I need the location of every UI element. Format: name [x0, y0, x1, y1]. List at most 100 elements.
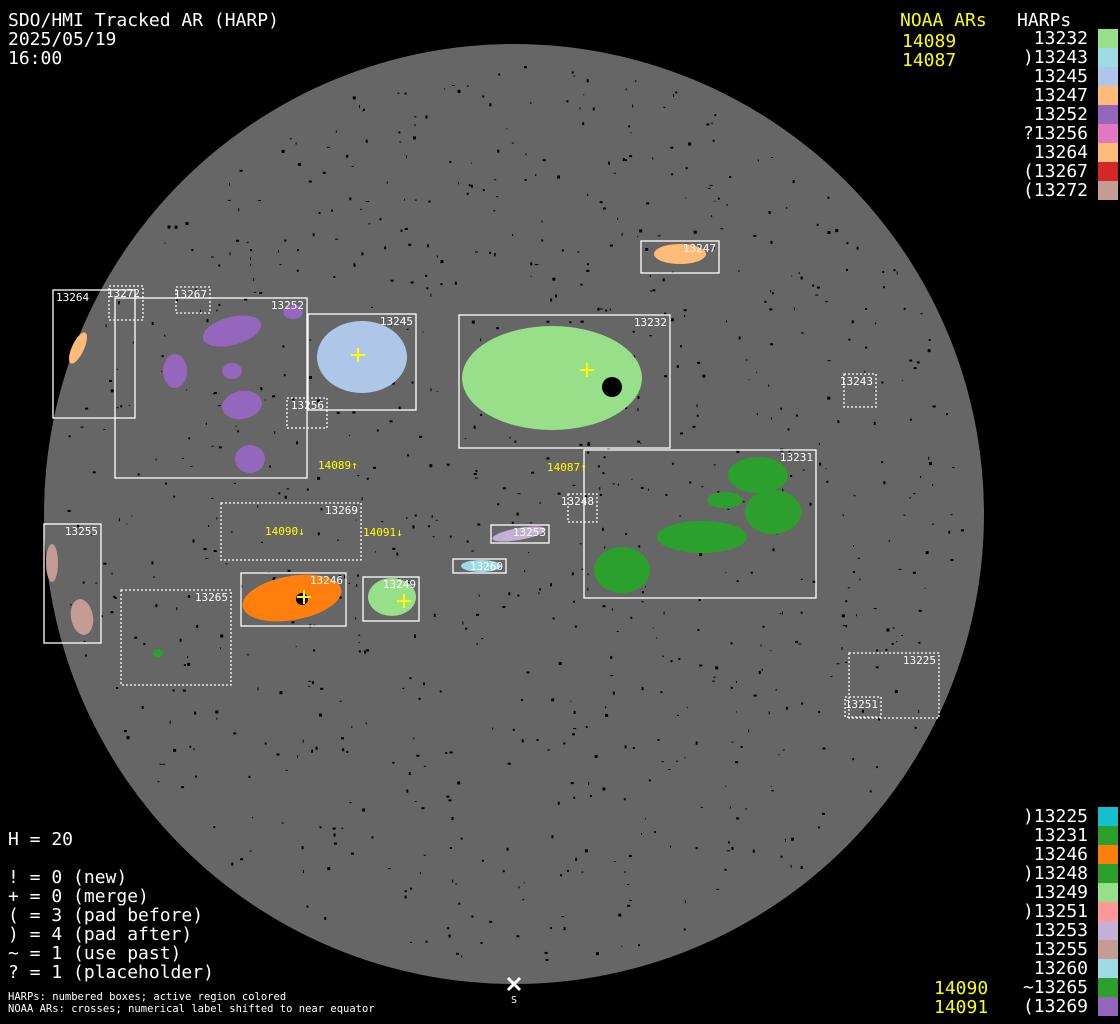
magnetic-speckle [663, 611, 665, 615]
color-swatch [1098, 978, 1118, 997]
magnetic-speckle [366, 477, 369, 480]
magnetic-speckle [663, 106, 666, 108]
magnetic-speckle [794, 640, 798, 643]
harp-id: 13247 [1022, 85, 1088, 106]
magnetic-speckle [92, 471, 96, 474]
magnetic-speckle [711, 215, 713, 218]
magnetic-speckle [827, 360, 831, 362]
magnetic-speckle [361, 497, 363, 501]
magnetic-speckle [414, 116, 417, 118]
magnetic-speckle [489, 920, 493, 923]
noaa-label: 14091↓ [363, 526, 403, 539]
stat-line: ? = 1 (placeholder) [8, 962, 214, 983]
magnetic-speckle [865, 346, 868, 349]
magnetic-speckle [587, 193, 589, 196]
magnetic-speckle [371, 836, 374, 839]
harp-box-label: 13260 [470, 560, 503, 573]
harp-box-label: 13248 [561, 495, 594, 508]
magnetic-speckle [575, 858, 578, 862]
magnetic-speckle [903, 307, 906, 310]
magnetic-speckle [652, 157, 654, 160]
magnetic-speckle [358, 634, 361, 636]
magnetic-speckle [541, 220, 543, 223]
harp-box-label: 13243 [840, 375, 873, 388]
magnetic-speckle [625, 406, 628, 410]
magnetic-speckle [341, 827, 344, 829]
magnetic-speckle [929, 462, 933, 466]
magnetic-speckle [800, 611, 803, 614]
magnetic-speckle [631, 478, 633, 480]
harp-box-label: 13251 [845, 698, 878, 711]
color-swatch [1098, 67, 1118, 86]
magnetic-speckle [950, 514, 953, 516]
magnetic-speckle [652, 289, 656, 292]
magnetic-speckle [468, 184, 471, 187]
magnetic-speckle [361, 252, 364, 256]
magnetic-speckle [611, 608, 613, 611]
harp-box [843, 373, 877, 408]
magnetic-speckle [761, 668, 763, 671]
magnetic-speckle [502, 605, 506, 608]
magnetic-speckle [440, 283, 443, 286]
magnetic-speckle [69, 604, 72, 606]
magnetic-speckle [530, 275, 532, 277]
magnetic-speckle [798, 272, 800, 275]
magnetic-speckle [163, 763, 166, 765]
magnetic-speckle [141, 706, 144, 710]
magnetic-speckle [476, 643, 478, 646]
magnetic-speckle [894, 690, 898, 694]
magnetic-speckle [625, 88, 627, 91]
magnetic-speckle [257, 505, 259, 508]
magnetic-speckle [816, 286, 820, 289]
magnetic-speckle [520, 698, 523, 701]
magnetic-speckle [698, 599, 701, 602]
harp-box [43, 523, 102, 644]
magnetic-speckle [726, 850, 730, 852]
magnetic-speckle [700, 806, 703, 808]
magnetic-speckle [925, 551, 929, 555]
magnetic-speckle [545, 958, 549, 961]
magnetic-speckle [882, 270, 885, 273]
magnetic-speckle [277, 249, 279, 253]
harp-legend-item: 13252 [1023, 105, 1118, 124]
harp-id: )13243 [1022, 47, 1088, 68]
magnetic-speckle [617, 483, 619, 486]
magnetic-speckle [128, 404, 130, 406]
magnetic-speckle [573, 796, 576, 799]
magnetic-speckle [920, 475, 922, 478]
magnetic-speckle [909, 359, 913, 362]
magnetic-speckle [116, 368, 118, 370]
magnetic-speckle [414, 124, 416, 127]
magnetic-speckle [467, 85, 469, 88]
magnetic-speckle [735, 680, 737, 683]
magnetic-speckle [610, 675, 614, 677]
active-region [594, 547, 650, 593]
harp-box-label: 13255 [65, 525, 98, 538]
magnetic-speckle [181, 786, 185, 789]
magnetic-speckle [800, 866, 803, 870]
magnetic-speckle [841, 614, 845, 618]
magnetic-speckle [684, 900, 686, 904]
magnetic-speckle [206, 319, 209, 323]
magnetic-speckle [481, 638, 484, 640]
magnetic-speckle [547, 749, 551, 751]
magnetic-speckle [67, 509, 71, 512]
active-region [68, 332, 88, 364]
magnetic-speckle [735, 711, 737, 713]
magnetic-speckle [414, 199, 417, 201]
magnetic-speckle [950, 559, 954, 562]
stat-line: ( = 3 (pad before) [8, 905, 204, 926]
harp-id: (13269 [1022, 996, 1088, 1017]
harp-legend-item: )13248 [1023, 864, 1118, 883]
magnetic-speckle [338, 596, 342, 599]
magnetic-speckle [686, 707, 688, 709]
magnetic-speckle [360, 208, 363, 210]
harp-legend-item: (13267 [1023, 162, 1118, 181]
magnetic-speckle [423, 765, 426, 767]
magnetic-speckle [419, 871, 421, 874]
magnetic-speckle [425, 115, 428, 119]
magnetic-speckle [909, 418, 912, 421]
color-swatch [1098, 902, 1118, 921]
harp-legend-item: 13246 [1023, 845, 1118, 864]
magnetic-speckle [397, 92, 400, 94]
